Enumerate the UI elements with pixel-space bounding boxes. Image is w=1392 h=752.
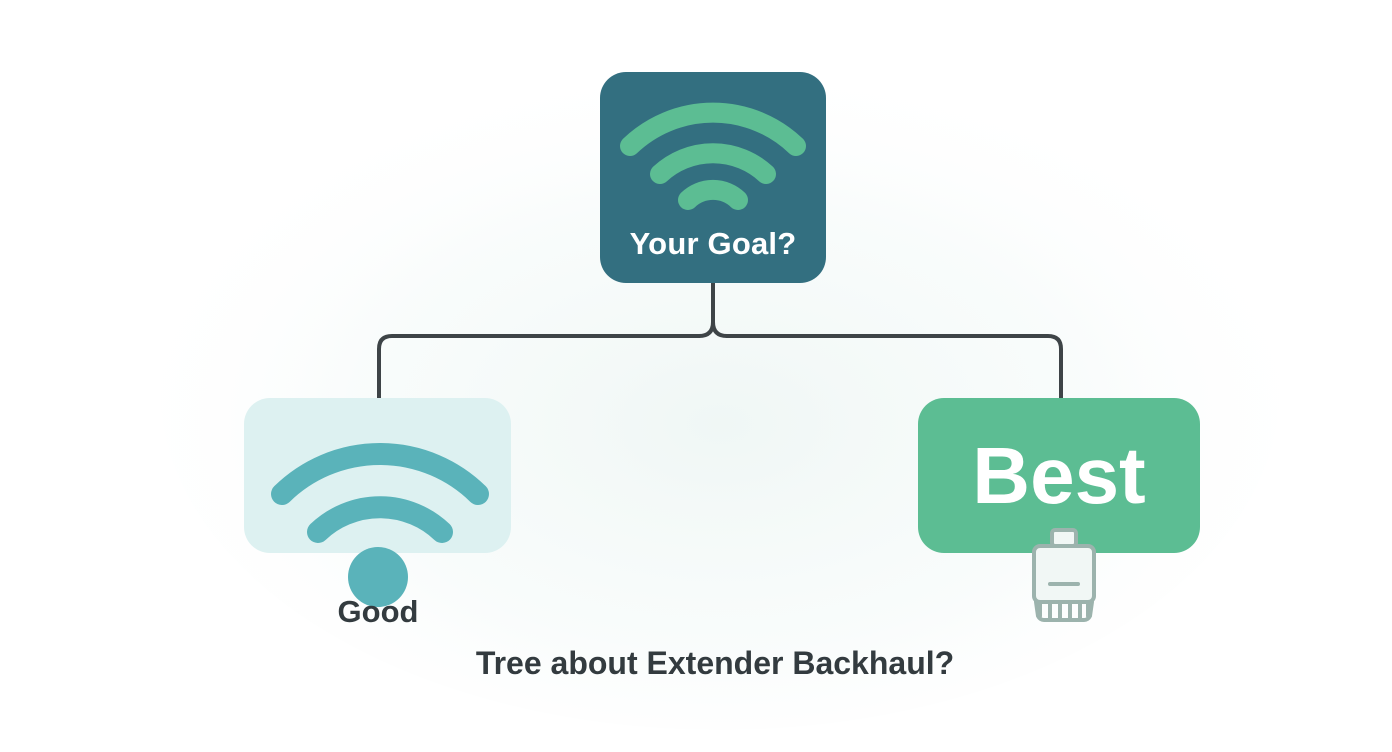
best-node: [918, 398, 1200, 553]
best-node-label: Best: [972, 431, 1146, 520]
good-node-label: Good: [337, 594, 419, 629]
ethernet-icon: [1032, 528, 1096, 622]
connector-root-stem-right: [711, 320, 729, 338]
connector-right-branch: [725, 334, 1063, 400]
diagram-caption: Tree about Extender Backhaul?: [475, 645, 955, 681]
wifi-icon: [271, 443, 489, 543]
wifi-icon: [620, 102, 806, 210]
wifi-dot-icon: [348, 547, 408, 607]
connector-root-stem: [697, 281, 715, 338]
root-node-label: Your Goal?: [629, 226, 797, 261]
connector-left-branch: [377, 334, 701, 400]
